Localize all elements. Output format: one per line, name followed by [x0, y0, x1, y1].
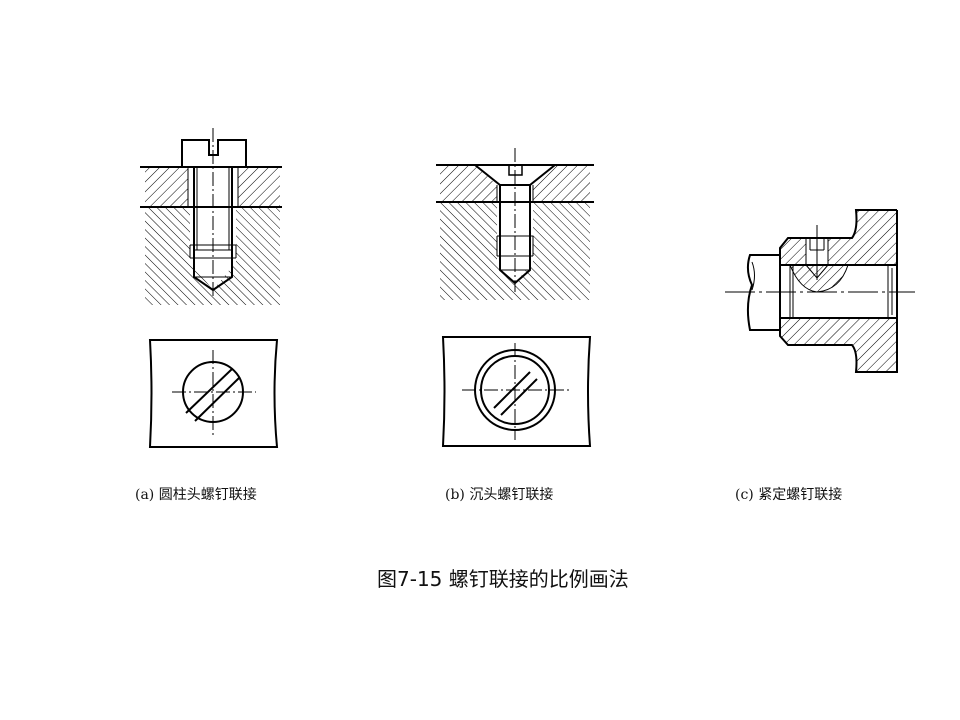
- caption-a: (a) 圆柱头螺钉联接: [135, 487, 257, 503]
- drawing-a-section: [140, 128, 282, 305]
- drawing-b-section: [436, 148, 594, 300]
- drawing-b-top-view: [441, 336, 592, 447]
- figure-title: 图7-15 螺钉联接的比例画法: [377, 567, 629, 591]
- caption-b: (b) 沉头螺钉联接: [445, 487, 554, 503]
- caption-c: (c) 紧定螺钉联接: [735, 487, 843, 503]
- drawing-a-top-view: [148, 339, 279, 448]
- drawing-c-section: [725, 209, 915, 373]
